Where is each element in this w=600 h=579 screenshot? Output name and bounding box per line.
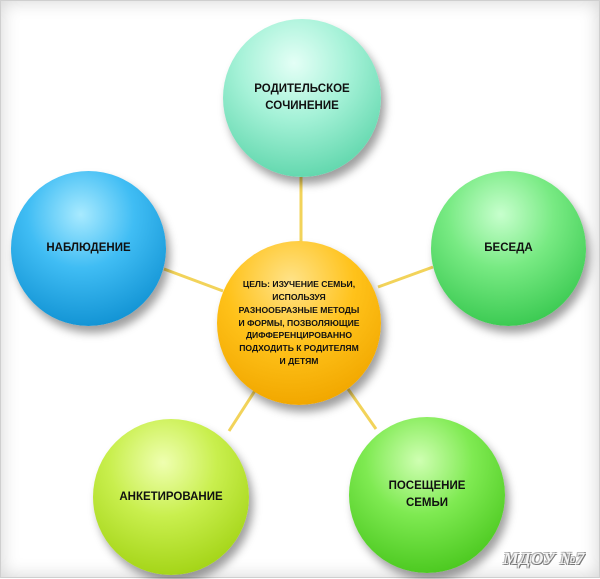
- node-conversation: БЕСЕДА: [431, 171, 586, 326]
- node-parent-essay: РОДИТЕЛЬСКОЕ СОЧИНЕНИЕ: [223, 19, 381, 177]
- connector-right: [377, 265, 434, 289]
- watermark: МДОУ №7: [503, 549, 585, 568]
- connector-left: [163, 267, 224, 293]
- node-observation: НАБЛЮДЕНИЕ: [11, 171, 166, 326]
- connector-bottom-left: [227, 388, 258, 432]
- node-parent-essay-label: РОДИТЕЛЬСКОЕ СОЧИНЕНИЕ: [254, 83, 350, 112]
- connector-bottom-right: [346, 388, 378, 430]
- node-center-goal-label: ЦЕЛЬ: ИЗУЧЕНИЕ СЕМЬИ, ИСПОЛЬЗУЯ РАЗНООБР…: [238, 278, 360, 367]
- node-family-visit: ПОСЕЩЕНИЕ СЕМЬИ: [349, 417, 505, 573]
- node-survey: АНКЕТИРОВАНИЕ: [93, 419, 249, 575]
- node-center-goal: ЦЕЛЬ: ИЗУЧЕНИЕ СЕМЬИ, ИСПОЛЬЗУЯ РАЗНООБР…: [217, 241, 381, 405]
- node-conversation-label: БЕСЕДА: [484, 242, 533, 255]
- node-family-visit-label: ПОСЕЩЕНИЕ СЕМЬИ: [388, 480, 466, 509]
- node-observation-label: НАБЛЮДЕНИЕ: [46, 242, 131, 255]
- node-survey-label: АНКЕТИРОВАНИЕ: [119, 490, 223, 503]
